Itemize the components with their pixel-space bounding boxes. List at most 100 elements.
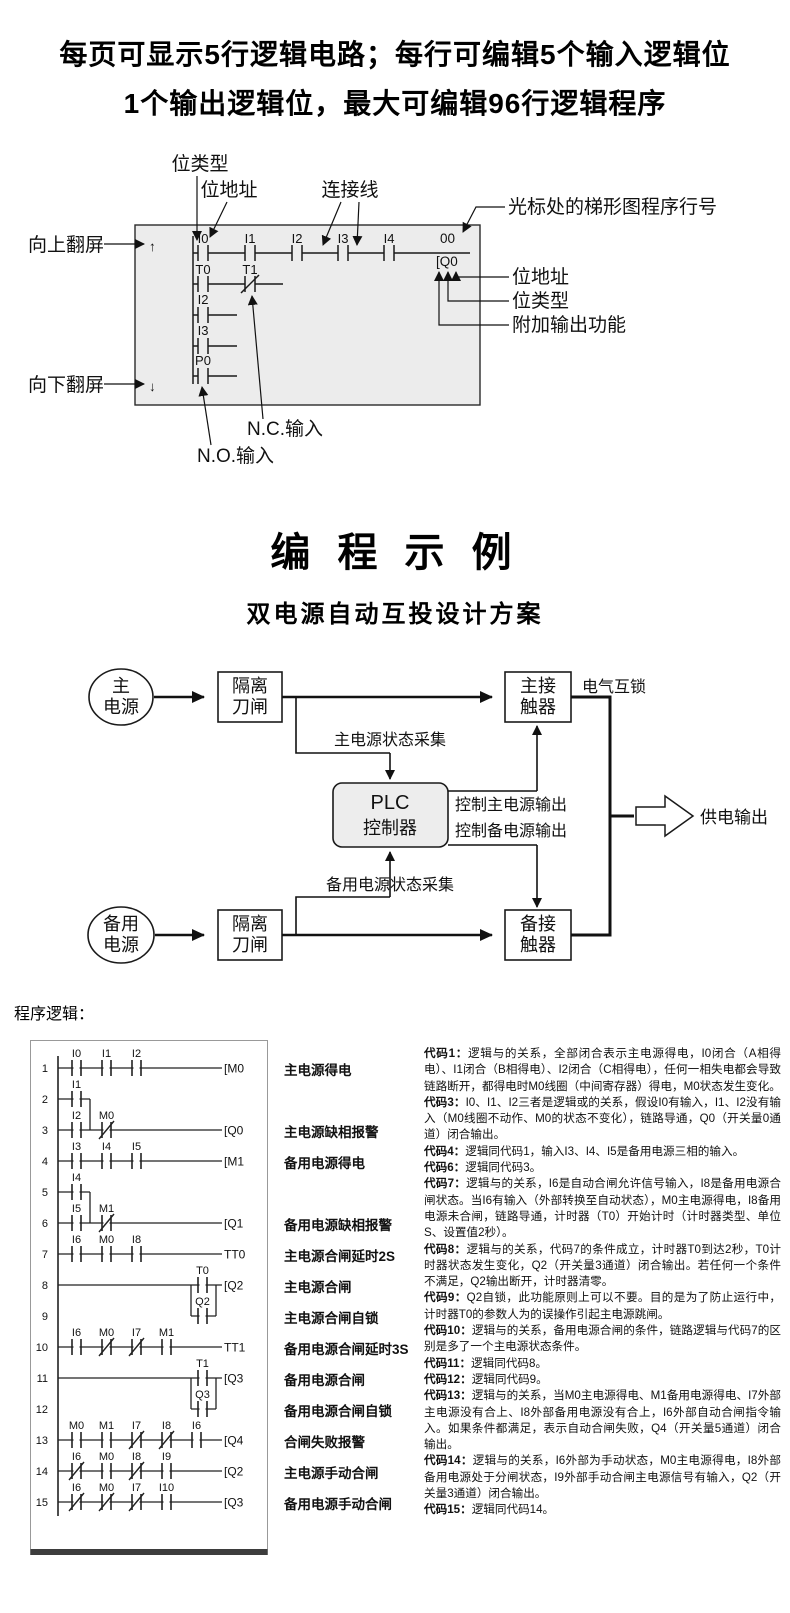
label-nc-input: N.C.输入 [247, 418, 323, 440]
screen-line-number: 00 [440, 231, 455, 246]
code-note: 代码10：逻辑与的关系，备用电源合闸的条件，链路逻辑与代码7的区别是多了一个主电… [424, 1323, 781, 1356]
svg-text:[M0: [M0 [224, 1062, 244, 1076]
ctrl-main-label: 控制主电源输出 [455, 796, 567, 814]
svg-text:I3: I3 [72, 1141, 81, 1153]
svg-text:I2: I2 [72, 1110, 81, 1122]
supply-output-label: 供电输出 [700, 808, 768, 827]
code-note-text: 逻辑与的关系，备用电源合闸的条件，链路逻辑与代码7的区别是多了一个主电源状态条件… [424, 1324, 781, 1354]
code-note: 代码14：逻辑与的关系，I6外部为手动状态，M0主电源得电，I8外部备用电源处于… [424, 1453, 781, 1502]
label-connection-line: 连接线 [321, 179, 378, 201]
screen-contact-label: I3 [338, 231, 349, 246]
code-note-text: 逻辑与的关系，全部闭合表示主电源得电，I0闭合（A相得电）、I1闭合（B相得电）… [424, 1047, 782, 1093]
svg-text:14: 14 [36, 1466, 48, 1478]
screen-contact-label: I1 [245, 231, 256, 246]
svg-text:[Q2: [Q2 [224, 1465, 244, 1479]
code-note-label: 代码6： [424, 1161, 466, 1175]
code-notes: 代码1：逻辑与的关系，全部闭合表示主电源得电，I0闭合（A相得电）、I1闭合（B… [424, 1046, 781, 1519]
label-bit-address-top: 位地址 [200, 179, 257, 201]
code-note: 代码7：逻辑与的关系，I6是自动合闸允许信号输入，I8是备用电源合闸状态。当I6… [424, 1176, 781, 1241]
isolator-bottom-label: 隔离 [232, 914, 268, 934]
svg-text:10: 10 [36, 1342, 48, 1354]
code-note: 代码8：逻辑与的关系，代码7的条件成立，计时器T0到达2秒，T0计时器状态发生变… [424, 1242, 781, 1291]
page-title-line1: 每页可显示5行逻辑电路；每行可编辑5个输入逻辑位 [59, 39, 731, 70]
svg-text:I10: I10 [159, 1482, 174, 1494]
ladder-rung: 12 Q3 [36, 1378, 217, 1417]
screen-contact-label: I0 [198, 231, 209, 246]
rung-label: 备用电源手动合闸 [284, 1497, 392, 1512]
rung-label: 主电源合闸延时2S [284, 1249, 396, 1264]
svg-text:[Q0: [Q0 [224, 1124, 244, 1138]
code-note-label: 代码14： [424, 1454, 473, 1468]
code-note-label: 代码3： [424, 1095, 466, 1109]
backup-status-label: 备用电源状态采集 [326, 876, 454, 894]
svg-text:I1: I1 [72, 1079, 81, 1091]
output-bus [571, 695, 612, 937]
main-power-node [88, 668, 154, 726]
svg-text:M1: M1 [159, 1327, 174, 1339]
main-status-line [295, 697, 390, 754]
rung-label: 备用电源得电 [284, 1156, 365, 1171]
code-note: 代码3：I0、I1、I2三者是逻辑或的关系，假设I0有输入，I1、I2没有输入（… [424, 1095, 781, 1144]
svg-text:TT0: TT0 [224, 1248, 246, 1262]
label-cursor-line-number: 光标处的梯形图程序行号 [508, 196, 717, 218]
svg-text:Q3: Q3 [195, 1389, 210, 1401]
screen-contact-label: T1 [242, 262, 257, 277]
code-note-label: 代码13： [424, 1389, 472, 1403]
code-note-text: 逻辑同代码1，输入I3、I4、I5是备用电源三相的输入。 [465, 1144, 745, 1158]
ctrl-backup-label: 控制备电源输出 [455, 822, 567, 840]
rung-label: 备用电源合闸延时3S [284, 1342, 409, 1357]
svg-text:I7: I7 [132, 1327, 141, 1339]
rung-label: 主电源缺相报警 [284, 1125, 379, 1140]
label-bit-type-right: 位类型 [512, 290, 569, 312]
code-note: 代码11：逻辑同代码8。 [424, 1356, 781, 1372]
svg-text:3: 3 [42, 1125, 48, 1137]
svg-text:4: 4 [42, 1156, 48, 1168]
screen-contact-label: I2 [198, 292, 209, 307]
backup-contactor-label: 触器 [520, 935, 556, 955]
svg-text:[Q3: [Q3 [224, 1372, 244, 1386]
label-page-down: 向下翻屏 [28, 374, 104, 396]
rung-label: 备用电源合闸 [284, 1373, 365, 1388]
svg-text:I7: I7 [132, 1482, 141, 1494]
svg-text:[Q1: [Q1 [224, 1217, 244, 1231]
screen-output-coil: [Q0 [436, 254, 458, 269]
svg-text:9: 9 [42, 1311, 48, 1323]
ladder-rung: 2 I1 [42, 1079, 91, 1130]
label-bit-address-right: 位地址 [512, 266, 569, 288]
svg-text:M0: M0 [69, 1420, 84, 1432]
svg-text:I5: I5 [72, 1203, 81, 1215]
backup-contactor-box [504, 909, 572, 961]
svg-text:T0: T0 [196, 1265, 209, 1277]
code-note-text: 逻辑与的关系，当M0主电源得电、M1备用电源得电、I7外部主电源没有合上、I8外… [424, 1389, 781, 1452]
svg-text:I8: I8 [132, 1234, 141, 1246]
svg-text:[Q4: [Q4 [224, 1434, 244, 1448]
code-note-label: 代码7： [424, 1177, 467, 1191]
svg-text:I9: I9 [162, 1451, 171, 1463]
svg-text:15: 15 [36, 1497, 48, 1509]
isolator-bottom-label: 刀闸 [232, 935, 268, 955]
main-status-label: 主电源状态采集 [334, 731, 446, 749]
isolator-top-box [217, 671, 283, 723]
code-note-text: 逻辑同代码8。 [471, 1356, 548, 1370]
supply-output-arrow [635, 794, 695, 838]
code-note-text: 逻辑同代码3。 [465, 1161, 542, 1175]
label-no-input: N.O.输入 [197, 445, 274, 467]
ladder-rung: 8T0[Q2 [42, 1265, 244, 1293]
svg-text:[M1: [M1 [224, 1155, 244, 1169]
svg-text:M0: M0 [99, 1451, 114, 1463]
svg-text:TT1: TT1 [224, 1341, 246, 1355]
annotation-arrows [104, 176, 509, 446]
svg-text:1: 1 [42, 1063, 48, 1075]
label-page-up: 向上翻屏 [28, 234, 104, 256]
svg-text:2: 2 [42, 1094, 48, 1106]
rung-label: 备用电源合闸自锁 [284, 1404, 392, 1419]
svg-text:12: 12 [36, 1404, 48, 1416]
svg-text:T1: T1 [196, 1358, 209, 1370]
code-note: 代码15：逻辑同代码14。 [424, 1502, 781, 1518]
